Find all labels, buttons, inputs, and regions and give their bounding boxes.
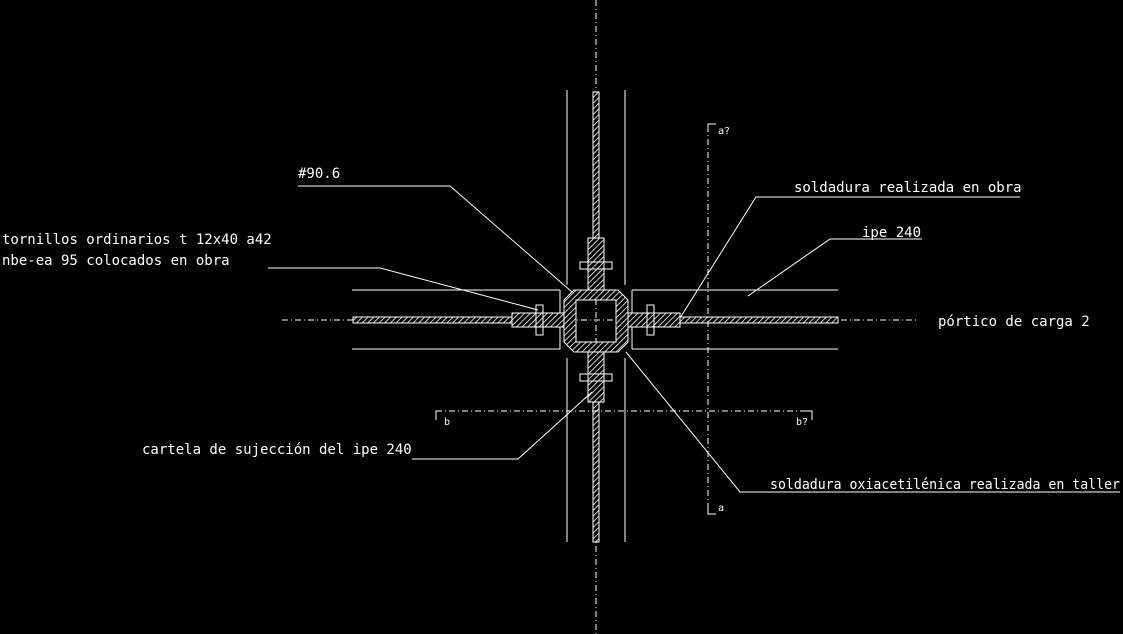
bracket-top bbox=[587, 237, 605, 291]
bracket-bottom bbox=[587, 351, 605, 403]
bolt-set bbox=[535, 261, 655, 382]
section-b-left-label: b bbox=[444, 417, 450, 428]
column-outline bbox=[566, 90, 626, 542]
beam-web-right bbox=[679, 316, 839, 324]
section-a-bottom-label: a bbox=[718, 503, 724, 514]
bracket-left bbox=[511, 312, 565, 328]
section-a-top-label: a? bbox=[718, 126, 730, 137]
shop-weld-label: soldadura oxiacetilénica realizada en ta… bbox=[770, 477, 1120, 493]
section-b-right-label: b? bbox=[796, 417, 808, 428]
site-weld-label: soldadura realizada en obra bbox=[794, 180, 1022, 196]
bolts-label-line-1: tornillos ordinarios t 12x40 a42 bbox=[2, 232, 272, 248]
section-line-b bbox=[435, 410, 813, 420]
bracket-label: cartela de sujección del ipe 240 bbox=[142, 442, 412, 458]
section-line-a bbox=[707, 123, 716, 515]
beam-web-left bbox=[352, 316, 514, 324]
beam-label: ipe 240 bbox=[862, 225, 921, 241]
column-web-top bbox=[592, 91, 600, 241]
frame-label: pórtico de carga 2 bbox=[938, 314, 1090, 330]
bolts-label-line-2: nbe-ea 95 colocados en obra bbox=[2, 253, 230, 269]
leader-lines bbox=[268, 185, 1120, 493]
column-web-bottom bbox=[592, 399, 600, 543]
plate-label: #90.6 bbox=[298, 166, 340, 182]
